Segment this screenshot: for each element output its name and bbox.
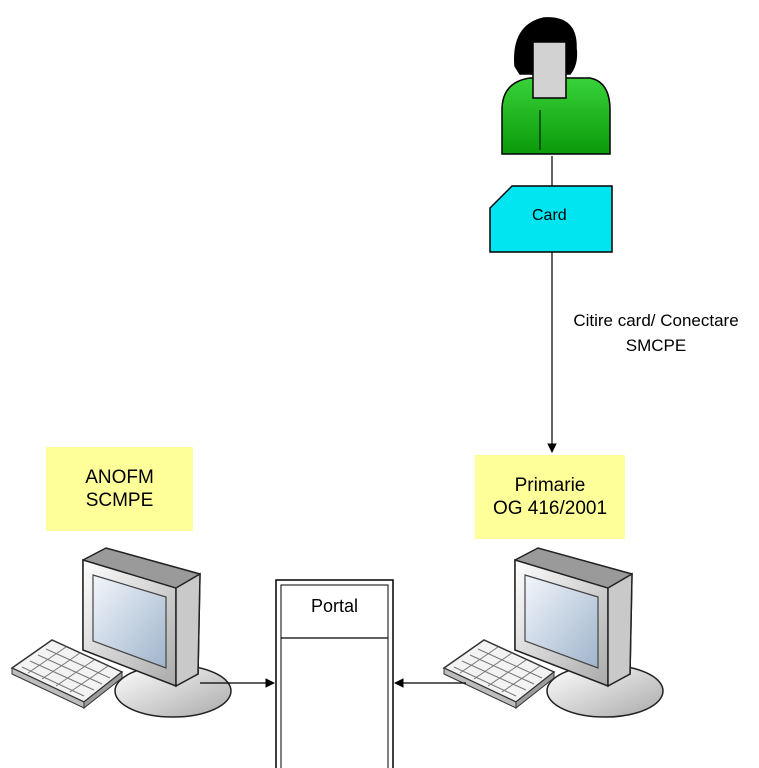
connection-label: Citire card/ Conectare SMCPE (553, 308, 759, 358)
left-station-line2: SCMPE (85, 490, 154, 511)
right-station-line2: OG 416/2001 (492, 498, 608, 519)
card-label: Card (532, 207, 567, 224)
right-station-label: Primarie OG 416/2001 (475, 455, 625, 539)
server-label: Portal (310, 596, 359, 616)
server-icon (275, 579, 394, 768)
connection-label-line1: Citire card/ Conectare (573, 311, 739, 330)
right-station-line1: Primarie (514, 475, 586, 496)
left-station-label: ANOFM SCMPE (46, 447, 193, 531)
connection-label-line2: SMCPE (625, 336, 687, 355)
person-icon (501, 17, 611, 155)
left-station-line1: ANOFM (85, 467, 154, 488)
card-icon (489, 185, 613, 253)
